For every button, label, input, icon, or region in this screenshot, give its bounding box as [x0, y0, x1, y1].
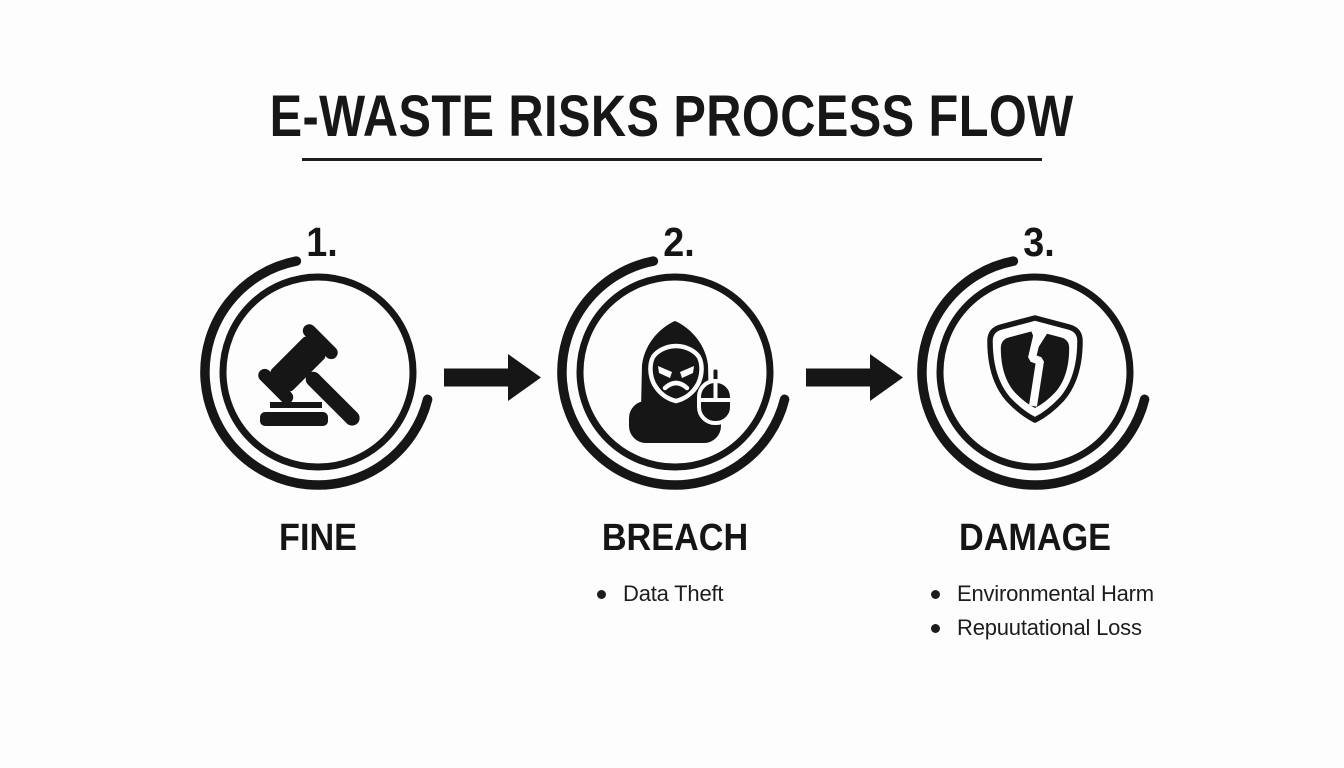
- bullet-dot: [597, 589, 606, 599]
- outer-arc: [917, 256, 1150, 490]
- bullet-item: Repuutational Loss: [931, 611, 1154, 645]
- bullet-dot: [931, 623, 940, 633]
- step-2-label: BREACH: [601, 517, 749, 559]
- step-3-circle: [917, 256, 1150, 490]
- page-title: E-WASTE RISKS PROCESS FLOW: [269, 84, 1075, 149]
- hacker-mouse-icon: [629, 321, 734, 443]
- step-2-circle: [557, 256, 790, 490]
- gavel-icon: [258, 324, 360, 426]
- step-1-circle: [200, 256, 433, 490]
- bullet-item: Environmental Harm: [931, 577, 1154, 611]
- step-1-number: 1.: [306, 219, 338, 265]
- page-title-wrap: E-WASTE RISKS PROCESS FLOW: [0, 88, 1344, 146]
- step-3-label: DAMAGE: [958, 517, 1111, 559]
- inner-circle: [936, 273, 1134, 471]
- step-1-label: FINE: [279, 517, 357, 559]
- inner-circle: [219, 273, 417, 471]
- outer-arc: [200, 256, 433, 490]
- inner-circle: [576, 273, 774, 471]
- right-arrow-icon: [444, 354, 541, 401]
- right-arrow-icon: [806, 354, 903, 401]
- step-3-number: 3.: [1023, 219, 1055, 265]
- title-underline: [302, 158, 1042, 161]
- bullet-dot: [931, 589, 940, 599]
- step-3-bullets: Environmental Harm Repuutational Loss: [931, 577, 1154, 645]
- step-2-number: 2.: [663, 219, 695, 265]
- bullet-item: Data Theft: [597, 577, 724, 611]
- crack-bolt: [1028, 327, 1044, 407]
- broken-shield-icon: [987, 315, 1083, 423]
- step-2-bullets: Data Theft: [597, 577, 724, 611]
- outer-arc: [557, 256, 790, 490]
- hacker-face: [648, 343, 704, 404]
- mouse-icon: [697, 366, 734, 425]
